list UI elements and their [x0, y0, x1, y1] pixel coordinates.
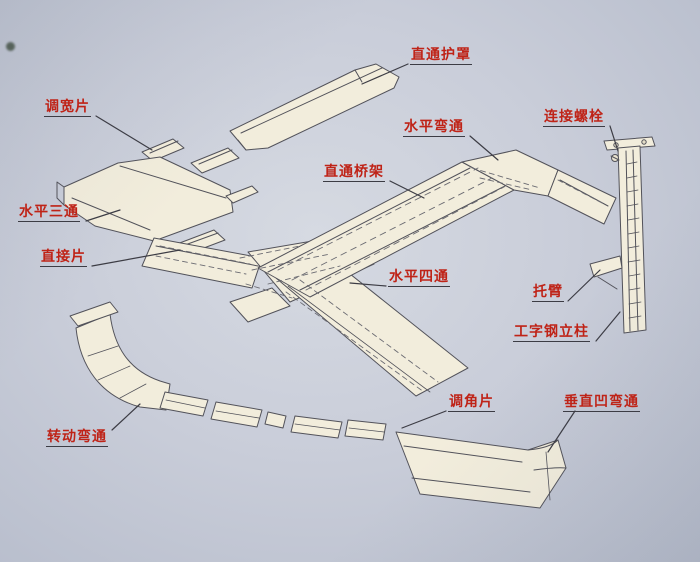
cable-hatch-texture [155, 167, 605, 393]
leader-horizontal-tee [85, 209, 121, 222]
leader-width-adjust-piece [95, 115, 153, 151]
leader-straight-through-cover [361, 63, 409, 85]
part-rotating-bend [69, 301, 171, 411]
paper-spot-artifact [6, 42, 15, 51]
part-bracket-arm [589, 255, 623, 290]
label-bracket-arm: 托臂 [532, 283, 564, 302]
label-angle-adjust-piece: 调角片 [448, 393, 495, 412]
label-rotating-bend: 转动弯通 [46, 428, 108, 447]
leader-angle-adjust-piece [401, 410, 447, 429]
leader-rotating-bend [111, 403, 141, 431]
label-width-adjust-piece: 调宽片 [44, 98, 91, 117]
part-right-tray [547, 169, 617, 225]
part-bottom-chain [159, 391, 343, 439]
label-i-beam-column: 工字钢立柱 [513, 323, 590, 342]
leader-direct-connect-piece [91, 249, 181, 267]
part-horizontal-tee [56, 156, 259, 242]
label-horizontal-tee: 水平三通 [18, 203, 80, 222]
leader-bracket-arm [567, 269, 601, 302]
label-straight-tray: 直通桥架 [323, 163, 385, 182]
leader-horizontal-bend [469, 135, 499, 161]
part-straight-through-cover [229, 63, 400, 151]
label-vertical-concave-bend: 垂直凹弯通 [563, 393, 640, 412]
label-direct-connect-piece: 直接片 [40, 248, 87, 267]
leader-lines [85, 63, 621, 453]
leader-connecting-bolt [609, 125, 619, 152]
leader-horizontal-cross [349, 282, 387, 287]
part-vertical-concave-bend [395, 431, 567, 509]
part-width-adjust-pieces [141, 138, 240, 174]
leader-i-beam-column [595, 311, 621, 342]
part-angle-adjust-piece [344, 419, 387, 441]
label-straight-through-cover: 直通护罩 [410, 46, 472, 65]
part-connecting-bolt [610, 154, 620, 162]
label-horizontal-cross: 水平四通 [388, 268, 450, 287]
leader-vertical-concave-bend [547, 410, 576, 453]
label-connecting-bolt: 连接螺栓 [543, 108, 605, 127]
leader-straight-tray [389, 180, 425, 199]
label-horizontal-bend: 水平弯通 [403, 118, 465, 137]
part-straight-tray [257, 161, 515, 298]
part-i-beam-column [603, 136, 656, 334]
